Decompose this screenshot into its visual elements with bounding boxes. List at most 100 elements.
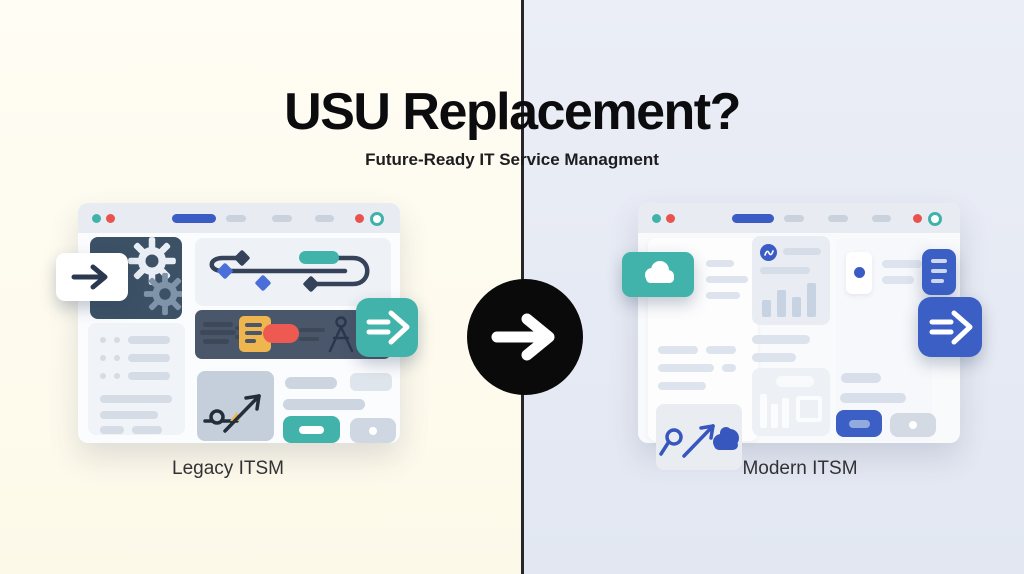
- gray-mock-button: [350, 418, 396, 443]
- legacy-label: Legacy ITSM: [172, 458, 284, 479]
- bar: [777, 290, 786, 317]
- list-dot: [100, 337, 106, 343]
- teal-mock-button: [283, 416, 340, 443]
- search-trend-cloud-icon: [659, 424, 739, 458]
- text-pill: [760, 267, 810, 274]
- modern-label: Modern ITSM: [742, 458, 858, 479]
- machinery-icon: [200, 316, 354, 353]
- menu-pill: [872, 215, 891, 222]
- titlebar-dot-red: [666, 214, 675, 223]
- text-pill: [706, 260, 734, 267]
- list-dot: [114, 337, 120, 343]
- titlebar-ring-teal: [928, 212, 942, 226]
- legacy-workflow-card: [195, 238, 391, 306]
- gray-mock-button: [890, 413, 936, 437]
- address-bar-pill: [732, 214, 774, 223]
- modern-insight-card: [656, 404, 742, 470]
- legacy-list-card: [88, 323, 185, 435]
- bar: [807, 283, 816, 317]
- workflow-path-icon: [209, 250, 370, 292]
- menu-pill: [226, 215, 246, 222]
- tag-pill: [350, 373, 392, 391]
- modern-window: [638, 203, 960, 470]
- text-pill: [658, 346, 698, 354]
- blue-mock-button: [836, 410, 882, 437]
- cloud-icon: [645, 261, 674, 283]
- double-arrow-icon: [366, 310, 410, 345]
- titlebar-dot-teal: [652, 214, 661, 223]
- legacy-trend-card: [197, 371, 274, 441]
- text-pill: [658, 364, 714, 372]
- detail-tile: [846, 252, 872, 294]
- titlebar-dot-red-right: [355, 214, 364, 223]
- text-pill: [706, 346, 736, 354]
- text-pill: [722, 364, 736, 372]
- analytics-badge-icon: [760, 244, 777, 261]
- list-dot: [114, 373, 120, 379]
- menu-pill: [315, 215, 334, 222]
- list-pill: [128, 336, 170, 344]
- text-pill: [658, 382, 706, 390]
- text-pill: [285, 377, 337, 389]
- cloud-badge: [622, 252, 694, 297]
- gear-icon: [143, 272, 182, 316]
- report-pill: [776, 376, 814, 387]
- list-dot: [100, 373, 106, 379]
- transition-arrow: [467, 279, 583, 395]
- menu-pill: [828, 215, 848, 222]
- double-arrow-icon: [929, 310, 973, 345]
- modern-export-badge: [918, 297, 982, 357]
- address-bar-pill: [172, 214, 216, 223]
- trend-arrow-icon: [203, 394, 261, 433]
- button-glyph-dot: [369, 427, 377, 435]
- list-badge: [922, 249, 956, 295]
- text-pill: [840, 393, 906, 403]
- bar: [762, 300, 771, 317]
- arrow-right-icon: [71, 264, 108, 290]
- list-pill: [128, 372, 170, 380]
- titlebar-dot-teal: [92, 214, 101, 223]
- list-pill: [132, 426, 162, 434]
- list-line: [931, 269, 947, 273]
- list-pill: [128, 354, 170, 362]
- text-pill: [283, 399, 365, 410]
- button-glyph-pill: [849, 420, 870, 428]
- list-dot: [114, 355, 120, 361]
- list-line: [931, 259, 947, 263]
- list-line: [931, 279, 944, 283]
- import-arrow-tab: [56, 253, 128, 301]
- text-pill: [841, 373, 881, 383]
- list-dot: [100, 355, 106, 361]
- menu-pill: [272, 215, 292, 222]
- legacy-titlebar: [78, 203, 400, 233]
- titlebar-dot-red: [106, 214, 115, 223]
- text-pill: [752, 335, 810, 344]
- button-glyph-pill: [299, 426, 324, 434]
- page-subtitle: Future-Ready IT Service Managment: [365, 150, 659, 169]
- bar: [782, 398, 789, 428]
- bar: [771, 404, 778, 428]
- list-pill: [100, 426, 124, 434]
- list-pill-wide: [100, 411, 158, 419]
- arrow-right-icon: [491, 313, 555, 361]
- titlebar-ring-teal: [370, 212, 384, 226]
- gear-icon: [128, 237, 176, 285]
- menu-pill: [784, 215, 804, 222]
- legacy-export-badge: [356, 298, 418, 357]
- text-pill: [706, 276, 748, 283]
- text-pill: [882, 276, 914, 284]
- bar: [760, 394, 767, 428]
- list-pill-wide: [100, 395, 172, 403]
- square-outline-icon: [796, 396, 822, 422]
- legacy-window: [78, 203, 400, 443]
- modern-titlebar: [638, 203, 960, 233]
- text-pill: [882, 260, 922, 268]
- bar: [792, 297, 801, 317]
- titlebar-dot-red-right: [913, 214, 922, 223]
- legacy-settings-card: [90, 237, 182, 319]
- modern-detail-card: [836, 238, 936, 441]
- modern-report-card: [752, 368, 830, 436]
- text-pill: [783, 248, 821, 255]
- text-pill: [706, 292, 740, 299]
